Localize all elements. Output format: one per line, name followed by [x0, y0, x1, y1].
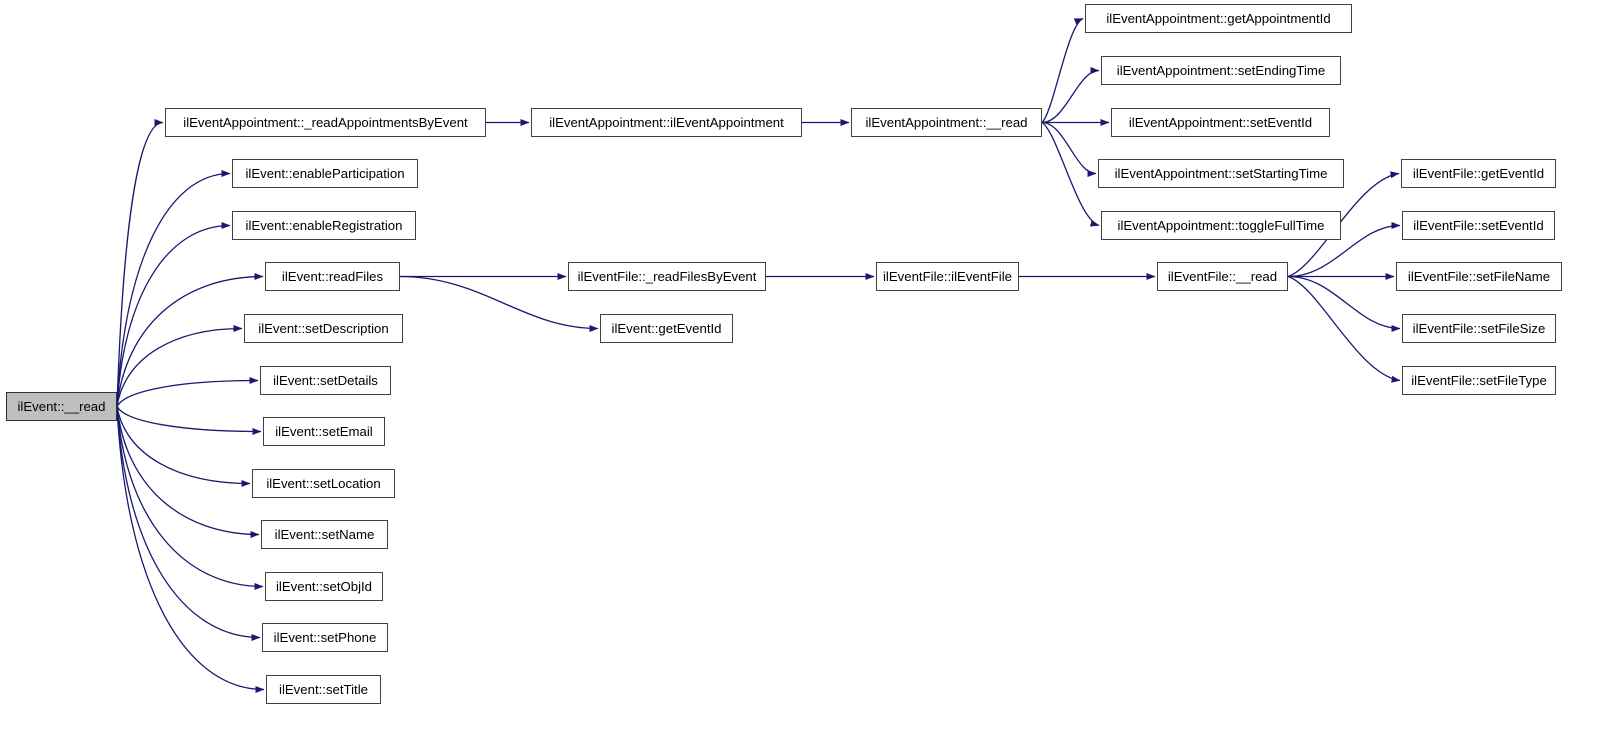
graph-edge-apptRead-to-toggleFullTime [1041, 121, 1100, 227]
graph-node-enablePart[interactable]: ilEvent::enableParticipation [232, 159, 418, 188]
graph-edge-apptRead-to-getAppointmentId [1041, 17, 1084, 123]
graph-node-getEventId[interactable]: ilEvent::getEventId [600, 314, 733, 343]
graph-node-setFileType[interactable]: ilEventFile::setFileType [1402, 366, 1556, 395]
graph-node-fileRead[interactable]: ilEventFile::__read [1157, 262, 1288, 291]
graph-node-setFileName[interactable]: ilEventFile::setFileName [1396, 262, 1562, 291]
graph-edge-root-to-setName [116, 406, 260, 538]
graph-node-label: ilEvent::setPhone [273, 629, 377, 645]
graph-node-setStartingTime[interactable]: ilEventAppointment::setStartingTime [1098, 159, 1344, 188]
graph-node-setTitle[interactable]: ilEvent::setTitle [266, 675, 381, 704]
graph-node-enableReg[interactable]: ilEvent::enableRegistration [232, 211, 416, 240]
graph-node-setFileSize[interactable]: ilEventFile::setFileSize [1402, 314, 1556, 343]
graph-node-label: ilEvent::setEmail [275, 423, 373, 439]
graph-edge-apptRead-to-setStartingTime [1041, 121, 1097, 177]
graph-node-label: ilEventFile::setEventId [1413, 217, 1544, 233]
graph-edge-fileRead-to-setFileType [1287, 275, 1401, 383]
graph-node-fileGetEventId[interactable]: ilEventFile::getEventId [1401, 159, 1556, 188]
graph-node-label: ilEventAppointment::_readAppointmentsByE… [183, 114, 468, 130]
graph-edge-fileRead-to-setFileSize [1287, 275, 1401, 332]
graph-node-readFilesByEvent[interactable]: ilEventFile::_readFilesByEvent [568, 262, 766, 291]
graph-node-root[interactable]: ilEvent::__read [6, 392, 117, 421]
graph-node-label: ilEventFile::setFileName [1407, 268, 1551, 284]
graph-edge-root-to-setDetails [116, 377, 259, 407]
graph-node-label: ilEvent::enableRegistration [245, 217, 403, 233]
graph-node-label: ilEventAppointment::ilEventAppointment [549, 114, 784, 130]
graph-node-apptRead[interactable]: ilEventAppointment::__read [851, 108, 1042, 137]
graph-node-label: ilEventFile::ilEventFile [883, 268, 1012, 284]
graph-node-readFiles[interactable]: ilEvent::readFiles [265, 262, 400, 291]
graph-node-fileCtor[interactable]: ilEventFile::ilEventFile [876, 262, 1019, 291]
graph-node-fileSetEventId[interactable]: ilEventFile::setEventId [1402, 211, 1555, 240]
graph-edge-root-to-setDescription [116, 325, 243, 407]
graph-node-label: ilEventFile::_readFilesByEvent [577, 268, 757, 284]
graph-node-label: ilEvent::setTitle [279, 681, 368, 697]
graph-node-setDescription[interactable]: ilEvent::setDescription [244, 314, 403, 343]
graph-edge-root-to-setLocation [116, 406, 251, 487]
graph-node-toggleFullTime[interactable]: ilEventAppointment::toggleFullTime [1101, 211, 1341, 240]
graph-node-label: ilEventAppointment::toggleFullTime [1117, 217, 1325, 233]
graph-edge-root-to-setEmail [116, 406, 262, 435]
graph-node-label: ilEventAppointment::__read [865, 114, 1028, 130]
graph-edge-apptRead-to-setEndingTime [1041, 67, 1100, 124]
graph-node-setEndingTime[interactable]: ilEventAppointment::setEndingTime [1101, 56, 1341, 85]
graph-node-setObjId[interactable]: ilEvent::setObjId [265, 572, 383, 601]
graph-node-label: ilEventFile::__read [1167, 268, 1278, 284]
graph-node-label: ilEvent::setDetails [273, 372, 378, 388]
graph-node-setEventIdA[interactable]: ilEventAppointment::setEventId [1111, 108, 1330, 137]
graph-edge-root-to-enableReg [116, 222, 231, 407]
graph-edge-fileRead-to-fileSetEventId [1287, 222, 1401, 278]
graph-node-setEmail[interactable]: ilEvent::setEmail [263, 417, 385, 446]
graph-edge-root-to-enablePart [116, 170, 231, 407]
graph-node-setLocation[interactable]: ilEvent::setLocation [252, 469, 395, 498]
graph-node-label: ilEventAppointment::setStartingTime [1114, 165, 1328, 181]
graph-edge-root-to-setObjId [116, 406, 264, 590]
edge-paths [116, 17, 1401, 693]
graph-edge-root-to-setPhone [116, 406, 261, 641]
graph-node-label: ilEventAppointment::getAppointmentId [1106, 10, 1331, 26]
graph-edge-root-to-readAppts [116, 119, 164, 407]
graph-node-label: ilEvent::__read [17, 398, 106, 414]
graph-node-label: ilEvent::setDescription [258, 320, 389, 336]
graph-edge-root-to-setTitle [116, 406, 265, 693]
graph-node-label: ilEventAppointment::setEventId [1128, 114, 1313, 130]
graph-node-label: ilEventFile::setFileSize [1412, 320, 1546, 336]
graph-node-setPhone[interactable]: ilEvent::setPhone [262, 623, 388, 652]
graph-node-readAppts[interactable]: ilEventAppointment::_readAppointmentsByE… [165, 108, 486, 137]
graph-node-label: ilEvent::setLocation [266, 475, 381, 491]
graph-edge-readFiles-to-getEventId [399, 275, 599, 332]
graph-node-label: ilEvent::setName [274, 526, 375, 542]
graph-node-label: ilEvent::enableParticipation [245, 165, 405, 181]
graph-node-label: ilEvent::getEventId [611, 320, 722, 336]
graph-node-label: ilEventFile::setFileType [1411, 372, 1547, 388]
graph-node-getAppointmentId[interactable]: ilEventAppointment::getAppointmentId [1085, 4, 1352, 33]
graph-node-label: ilEvent::setObjId [275, 578, 373, 594]
graph-edge-root-to-readFiles [116, 273, 264, 407]
graph-node-label: ilEvent::readFiles [281, 268, 384, 284]
graph-node-label: ilEventAppointment::setEndingTime [1116, 62, 1326, 78]
graph-node-setName[interactable]: ilEvent::setName [261, 520, 388, 549]
graph-node-label: ilEventFile::getEventId [1412, 165, 1545, 181]
graph-node-setDetails[interactable]: ilEvent::setDetails [260, 366, 391, 395]
graph-node-apptCtor[interactable]: ilEventAppointment::ilEventAppointment [531, 108, 802, 137]
